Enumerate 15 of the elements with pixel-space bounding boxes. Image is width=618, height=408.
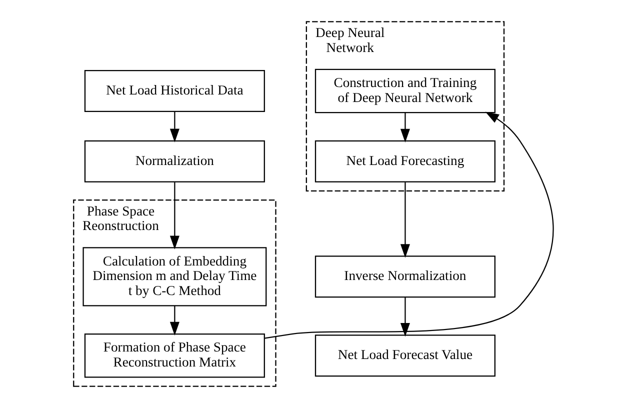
arrow [400, 182, 410, 258]
arrow [170, 306, 180, 336]
node-box: Inverse Normalization [314, 256, 496, 298]
arrow [400, 112, 410, 142]
arrow [170, 182, 180, 250]
node-box: Normalization [84, 140, 265, 182]
node-box: Formation of Phase Space Reconstruction Matrix [84, 333, 265, 378]
node-box: Construction and Training of Deep Neural Network [314, 68, 496, 114]
node-box: Net Load Historical Data [84, 70, 265, 112]
arrow [264, 112, 554, 339]
arrow [170, 111, 180, 142]
node-box: Calculation of Embedding Dimension m and Delay Time t by C-C Method [82, 247, 267, 306]
node-box: Net Load Forecasting [314, 140, 496, 182]
arrow [400, 297, 410, 337]
node-box: Net Load Forecast Value [314, 334, 496, 377]
